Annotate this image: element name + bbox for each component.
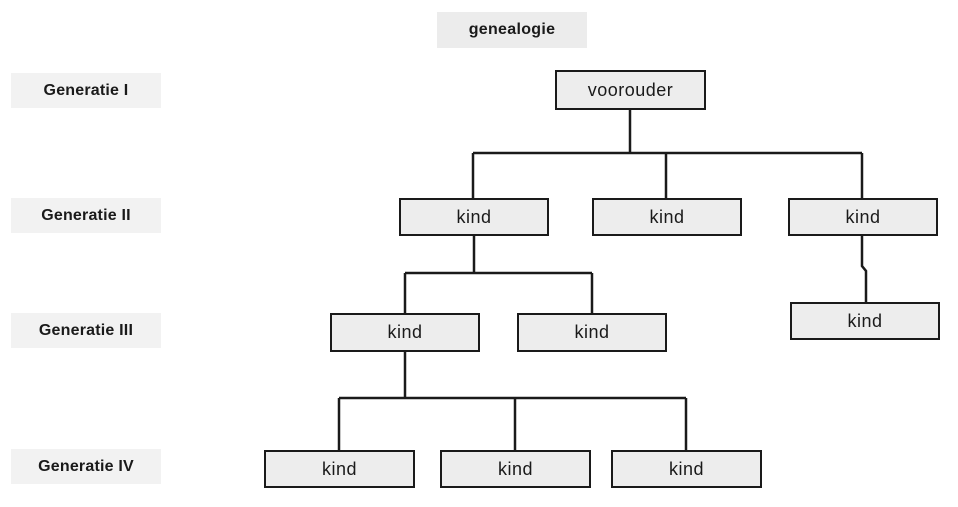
node-gen2-child-2: kind	[592, 198, 742, 236]
node-gen3-child-3: kind	[790, 302, 940, 340]
generation-label-3: Generatie III	[11, 313, 161, 348]
generation-label-4: Generatie IV	[11, 449, 161, 484]
generation-label-1: Generatie I	[11, 73, 161, 108]
node-gen2-child-1: kind	[399, 198, 549, 236]
node-gen4-child-3: kind	[611, 450, 762, 488]
generation-label-2: Generatie II	[11, 198, 161, 233]
edge-k2c-drop	[860, 236, 868, 302]
node-gen2-child-3: kind	[788, 198, 938, 236]
node-gen3-child-2: kind	[517, 313, 667, 352]
node-gen4-child-2: kind	[440, 450, 591, 488]
node-ancestor: voorouder	[555, 70, 706, 110]
node-gen4-child-1: kind	[264, 450, 415, 488]
node-gen3-child-1: kind	[330, 313, 480, 352]
diagram-title: genealogie	[437, 12, 587, 48]
